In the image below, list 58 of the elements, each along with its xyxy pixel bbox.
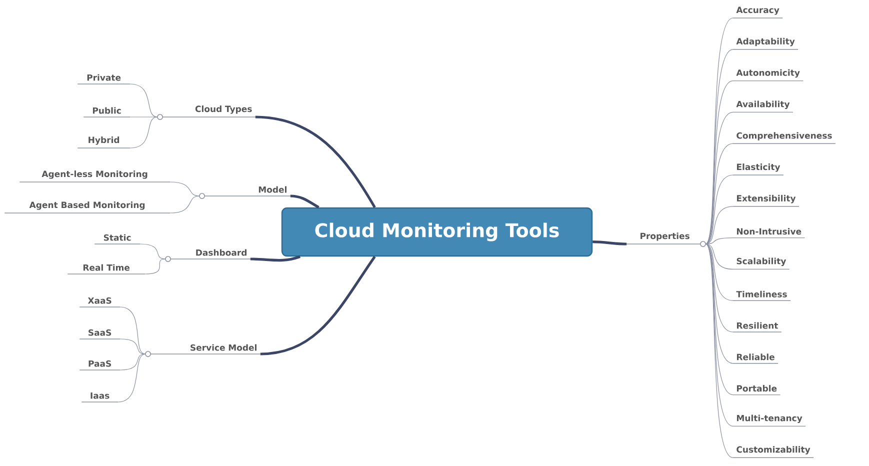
connector-line <box>705 206 734 244</box>
topic-label: Availability <box>732 100 794 113</box>
connector-line <box>120 354 146 370</box>
topic-label: Scalability <box>732 258 790 270</box>
connector-line <box>144 258 166 274</box>
topic-label: Comprehensiveness <box>732 132 836 144</box>
topic-label: Timeliness <box>732 290 791 301</box>
topic-label: Public <box>83 107 130 118</box>
branch-label: Dashboard <box>165 249 251 262</box>
connector-line <box>130 116 158 148</box>
topic-label: Customizability <box>732 446 814 458</box>
branch-label: Model <box>199 186 291 199</box>
central-topic-box: Cloud Monitoring Tools <box>281 207 593 257</box>
topic-label: Agent-less Monitoring <box>19 170 170 182</box>
connector-line <box>705 80 734 244</box>
connector-line <box>290 194 320 209</box>
topic-label: Elasticity <box>732 164 784 176</box>
topic-label: PaaS <box>79 360 120 370</box>
branch-label: Service Model <box>145 344 261 357</box>
topic-label: Private <box>77 74 130 84</box>
connector-line <box>130 116 158 118</box>
topic-label: Reliable <box>732 354 778 364</box>
topic-label: Adaptability <box>732 38 798 50</box>
topic-label: SaaS <box>79 329 120 340</box>
branch-label: Cloud Types <box>157 106 256 120</box>
topic-label: Accuracy <box>732 6 783 18</box>
topic-label: Hybrid <box>77 136 130 148</box>
connector-line <box>705 244 734 301</box>
connector-line <box>705 143 734 244</box>
topic-label: Extensibility <box>732 194 800 207</box>
topic-label: Static <box>94 234 140 244</box>
connector-line <box>592 240 627 246</box>
topic-label: Multi-tenancy <box>732 414 806 427</box>
connector-line <box>250 255 300 262</box>
topic-label: Autonomicity <box>732 69 804 82</box>
connector-line <box>705 244 734 364</box>
connector-line <box>255 116 376 208</box>
topic-label: Portable <box>732 385 781 396</box>
connector-line <box>705 244 734 332</box>
topic-label: XaaS <box>79 297 120 308</box>
connector-line <box>140 244 166 260</box>
connector-line <box>705 112 734 244</box>
connector-line <box>130 84 158 118</box>
connector-line <box>705 174 734 244</box>
connector-line <box>120 306 146 354</box>
topic-label: Non-Intrusive <box>732 228 806 238</box>
connector-line <box>170 182 200 196</box>
topic-label: Agent Based Monitoring <box>4 202 170 214</box>
topic-label: Resilient <box>732 322 782 332</box>
topic-label: Iaas <box>81 392 118 402</box>
connector-line <box>118 354 146 402</box>
connector-line <box>120 338 146 354</box>
topic-label: Real Time <box>67 264 146 274</box>
branch-label: Properties <box>626 232 706 247</box>
connector-line <box>705 244 734 270</box>
connector-line <box>260 256 376 356</box>
connector-line <box>705 238 734 244</box>
connector-line <box>170 196 200 214</box>
